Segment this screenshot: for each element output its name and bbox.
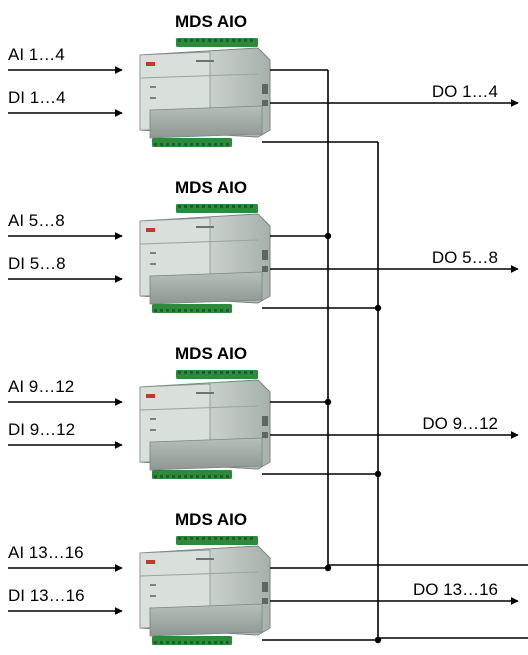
module-title: MDS AIO: [175, 12, 247, 31]
junction-dot: [375, 305, 381, 311]
module-title: MDS AIO: [175, 178, 247, 197]
di-label: DI 13…16: [8, 586, 85, 605]
module-3: MDS AIO AI 9…12 DI 9…12 DO 9…12: [8, 344, 518, 479]
junction-dot: [375, 471, 381, 477]
junction-dot: [325, 399, 331, 405]
mds-aio-device: [140, 38, 270, 147]
ai-label: AI 9…12: [8, 377, 74, 396]
module-4: MDS AIO AI 13…16 DI 13…16 DO 13…16: [8, 510, 518, 645]
ai-label: AI 1…4: [8, 45, 65, 64]
module-2: MDS AIO AI 5…8 DI 5…8 DO 5…8: [8, 178, 518, 313]
do-label: DO 1…4: [432, 82, 498, 101]
mds-aio-device: [140, 370, 270, 479]
do-label: DO 5…8: [432, 248, 498, 267]
junction-dot: [325, 233, 331, 239]
mds-aio-device: [140, 204, 270, 313]
module-title: MDS AIO: [175, 510, 247, 529]
module-1: MDS AIO AI 1…4 DI 1…4 DO 1…4: [8, 12, 518, 147]
di-label: DI 1…4: [8, 88, 66, 107]
ai-label: AI 13…16: [8, 543, 84, 562]
di-label: DI 5…8: [8, 254, 66, 273]
do-label: DO 13…16: [413, 580, 498, 599]
ai-label: AI 5…8: [8, 211, 65, 230]
mds-aio-device: [140, 536, 270, 645]
do-label: DO 9…12: [422, 414, 498, 433]
module-title: MDS AIO: [175, 344, 247, 363]
di-label: DI 9…12: [8, 420, 75, 439]
